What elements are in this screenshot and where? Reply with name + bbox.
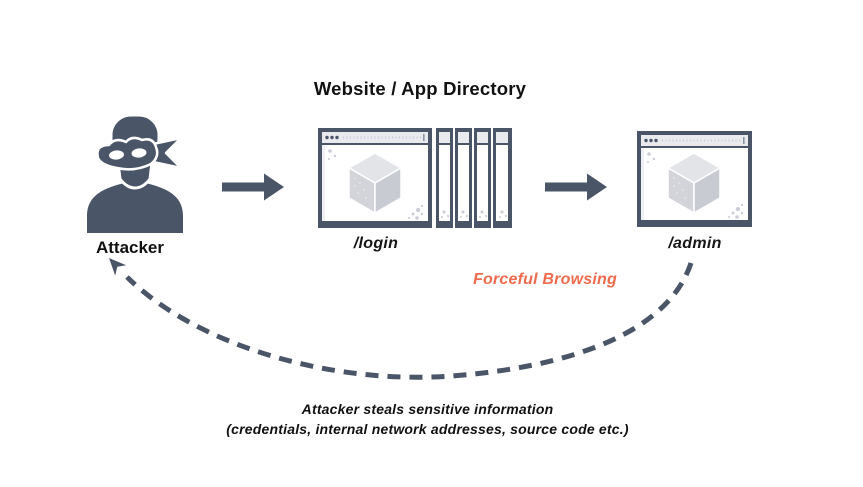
diagram-title: Website / App Directory [313, 78, 527, 99]
caption-line-1: Attacker steals sensitive information [301, 401, 554, 417]
caption-line-2: (credentials, internal network addresses… [226, 420, 629, 437]
attacker-label: Attacker [95, 238, 165, 257]
right-arrow-icon [545, 173, 607, 201]
masked-thief-icon [87, 113, 183, 233]
browser-window [318, 128, 432, 228]
right-arrow-icon [222, 173, 284, 201]
browser-window-stack-icon [318, 128, 512, 228]
login-path-label: /login [353, 235, 399, 252]
cube-icon [348, 152, 402, 214]
admin-path-label: /admin [668, 235, 722, 252]
attack-technique-label: Forceful Browsing [473, 271, 617, 288]
cube-icon [667, 152, 721, 214]
browser-window-icon [637, 131, 752, 227]
caption: Attacker steals sensitive information (c… [130, 400, 725, 439]
stacked-windows [436, 128, 512, 228]
